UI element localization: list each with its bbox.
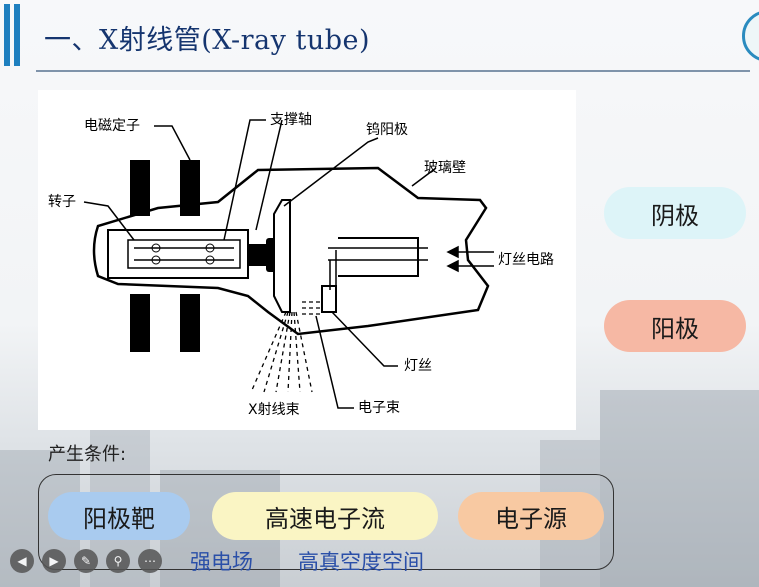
label-stator: 电磁定子 <box>84 118 140 134</box>
label-support-shaft: 支撑轴 <box>270 112 312 128</box>
stator-bar-bottom-left <box>130 294 150 352</box>
title-underline <box>36 70 750 72</box>
conditions-title: 产生条件: <box>48 444 127 465</box>
rotor-body <box>107 229 249 279</box>
prev-icon[interactable]: ◀ <box>10 549 34 573</box>
zoom-icon[interactable]: ⚲ <box>106 549 130 573</box>
label-filament: 灯丝 <box>404 358 432 374</box>
stator-bar-top-left <box>130 160 150 216</box>
label-xray-beam: X射线束 <box>248 402 300 418</box>
title-accent-bar-2 <box>14 4 20 66</box>
stator-bar-bottom-right <box>180 294 200 352</box>
conditions-box <box>38 474 614 570</box>
label-tungsten-anode: 钨阳极 <box>366 122 408 138</box>
cathode-pill-label: 阴极 <box>651 201 699 230</box>
condition-electron-source[interactable]: 电子源 <box>458 492 604 540</box>
condition-high-speed-electrons[interactable]: 高速电子流 <box>212 492 438 540</box>
condition-electron-source-label: 电子源 <box>495 504 567 533</box>
condition-strong-field: 强电场 <box>190 550 253 574</box>
label-rotor: 转子 <box>48 194 76 210</box>
tungsten-anode-disc <box>273 199 291 313</box>
anode-pill[interactable]: 阳极 <box>604 300 746 352</box>
electron-beam <box>300 301 320 315</box>
filament-cup <box>321 285 337 313</box>
condition-anode-target-label: 阳极靶 <box>83 504 155 533</box>
condition-high-vacuum: 高真空度空间 <box>298 550 424 574</box>
title-accent-bar <box>4 4 10 66</box>
rotor-inner <box>127 239 241 269</box>
anode-pill-label: 阳极 <box>651 314 699 343</box>
page-title: 一、X射线管(X-ray tube) <box>44 25 371 56</box>
xray-tube-diagram-panel: 电磁定子 支撑轴 钨阳极 玻璃壁 转子 灯丝电路 灯丝 X射线束 电子束 <box>38 90 576 430</box>
slide-toolbar: ◀ ▶ ✎ ⚲ ⋯ <box>10 549 162 573</box>
label-electron-beam: 电子束 <box>358 400 400 416</box>
university-logo <box>742 10 759 62</box>
pen-icon[interactable]: ✎ <box>74 549 98 573</box>
condition-anode-target[interactable]: 阳极靶 <box>48 492 190 540</box>
support-shaft-coupler <box>248 244 268 266</box>
menu-icon[interactable]: ⋯ <box>138 549 162 573</box>
label-filament-circuit: 灯丝电路 <box>498 252 554 268</box>
next-icon[interactable]: ▶ <box>42 549 66 573</box>
cathode-pill[interactable]: 阴极 <box>604 187 746 239</box>
xray-beam-rays <box>251 311 313 393</box>
xray-tube-diagram: 电磁定子 支撑轴 钨阳极 玻璃壁 转子 灯丝电路 灯丝 X射线束 电子束 <box>48 112 554 418</box>
label-glass-wall: 玻璃壁 <box>424 159 466 176</box>
condition-high-speed-electrons-label: 高速电子流 <box>265 504 385 533</box>
glass-envelope <box>92 166 490 336</box>
stator-bar-top-right <box>180 160 200 216</box>
